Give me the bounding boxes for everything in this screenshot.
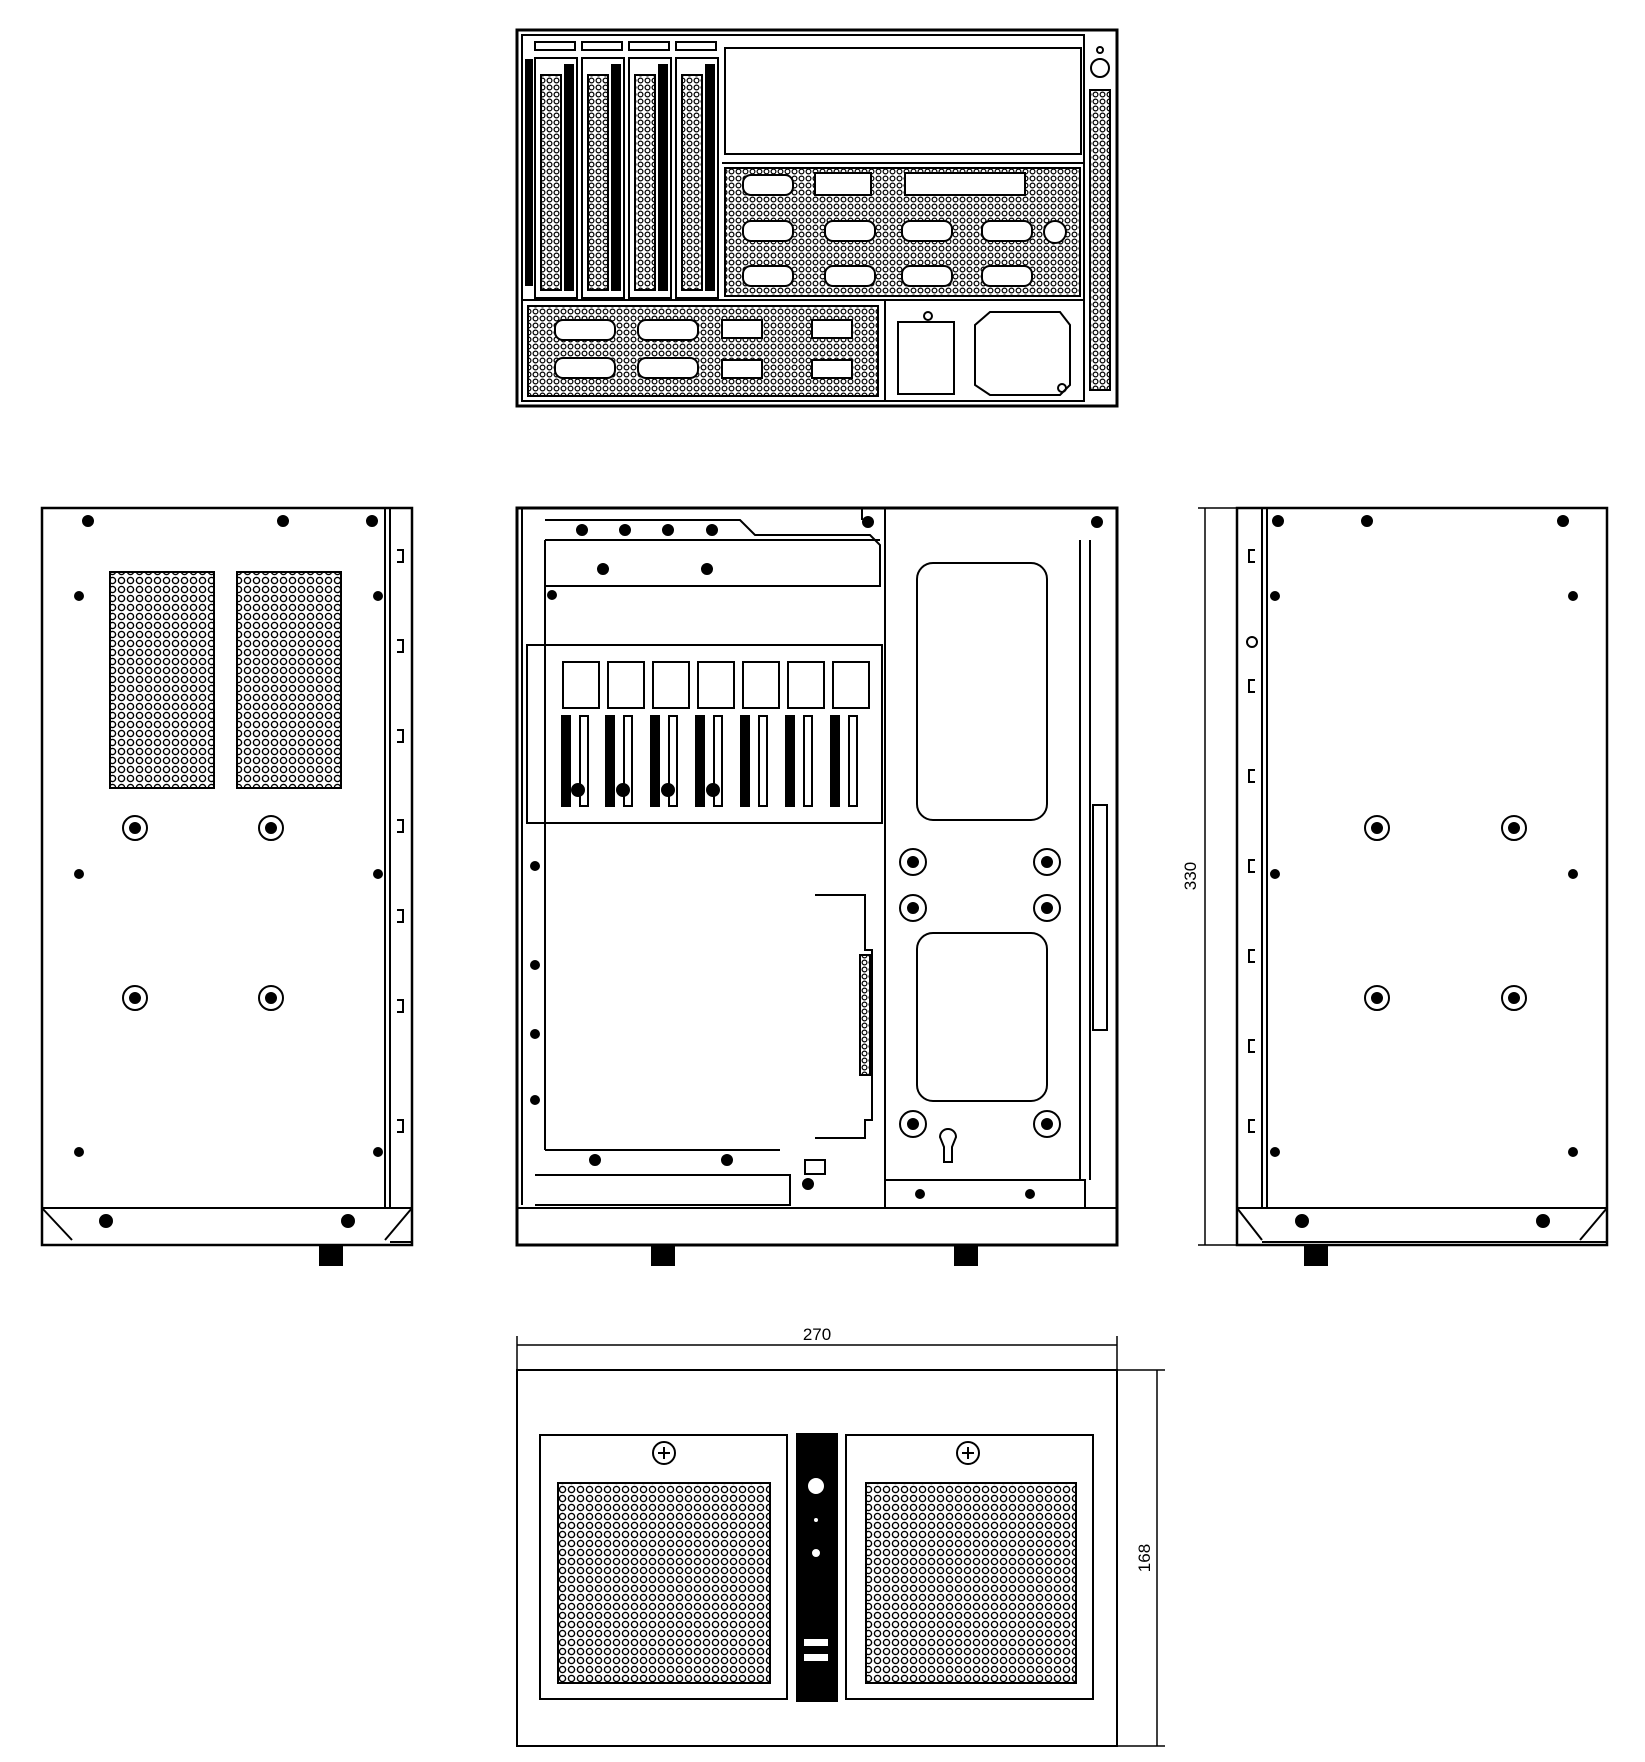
power-button[interactable]: [806, 1476, 826, 1496]
usb-port-2[interactable]: [802, 1652, 830, 1663]
power-led: [812, 1516, 820, 1524]
bracket-standoffs: [899, 848, 1061, 1138]
power-inlet-opening: [974, 311, 1071, 396]
bracket-opening-lower: [916, 932, 1048, 1102]
left-vent-a: [109, 571, 215, 789]
left-standoffs: [122, 815, 284, 1011]
io-shield-opening: [724, 47, 1082, 155]
width-dimension-line: [516, 1336, 1118, 1370]
depth-dimension-label: 330: [1181, 862, 1200, 890]
psu-bracket: [884, 507, 1118, 1209]
left-side-view: [40, 506, 414, 1266]
width-dimension-label: 270: [803, 1325, 831, 1344]
usb-port-1[interactable]: [802, 1637, 830, 1648]
height-dimension-label: 168: [1135, 1544, 1154, 1572]
drive-bays: [562, 661, 870, 709]
drive-slots: [561, 715, 858, 807]
rear-view: [515, 28, 1119, 408]
height-dimension-line: [1117, 1369, 1165, 1747]
depth-dimension-line: [1198, 507, 1240, 1246]
side-vent-strip: [1089, 89, 1111, 391]
drive-cage: [526, 644, 883, 824]
right-side-view: [1198, 506, 1609, 1266]
left-vent-b: [236, 571, 342, 789]
power-switch-opening: [897, 321, 955, 395]
right-standoffs: [1364, 815, 1527, 1011]
reset-button[interactable]: [810, 1547, 822, 1559]
top-view: [515, 506, 1119, 1266]
front-view: [516, 1336, 1165, 1747]
expansion-slots: [525, 41, 719, 299]
bracket-opening-upper: [916, 562, 1048, 821]
front-filter-right: [845, 1434, 1094, 1700]
front-filter-left: [539, 1434, 788, 1700]
